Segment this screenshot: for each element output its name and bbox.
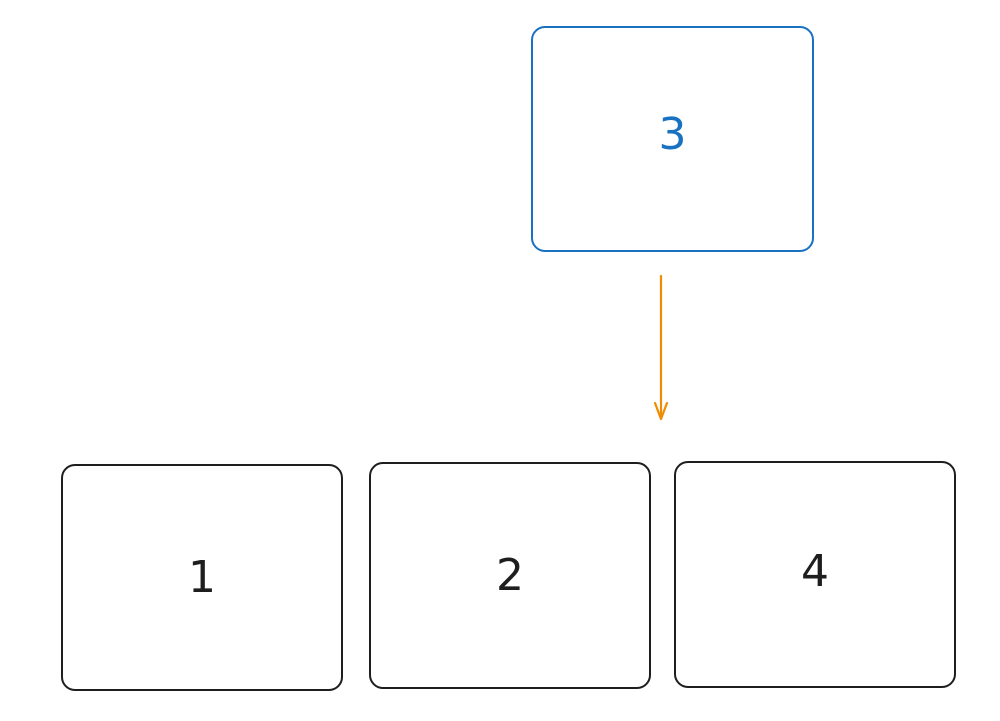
box-2[interactable]: 2	[369, 462, 651, 689]
box-4-label: 4	[801, 545, 829, 597]
box-4[interactable]: 4	[674, 461, 956, 688]
box-3-highlighted[interactable]: 3	[531, 26, 814, 252]
box-1[interactable]: 1	[61, 464, 343, 691]
box-2-label: 2	[496, 549, 524, 601]
box-1-label: 1	[188, 551, 216, 603]
box-3-label: 3	[658, 109, 687, 160]
arrow-head-icon	[653, 401, 669, 421]
